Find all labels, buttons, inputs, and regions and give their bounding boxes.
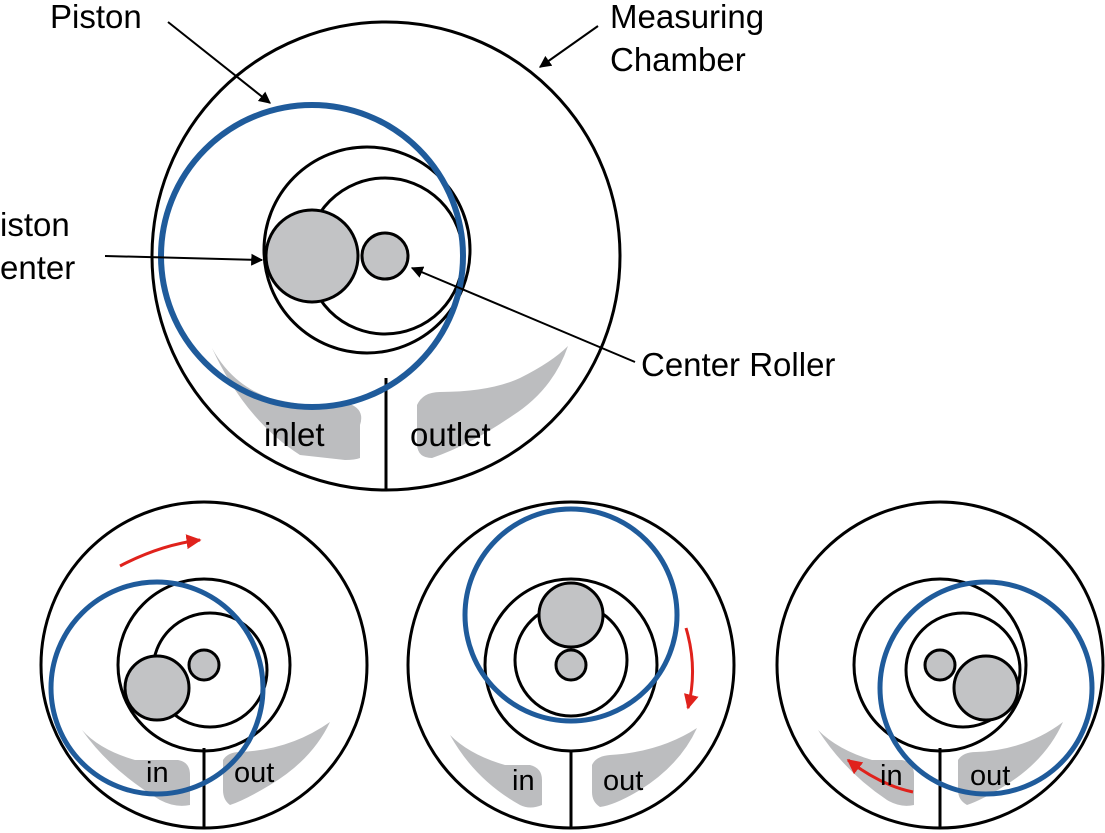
measuring-chamber-label-1: Measuring	[610, 0, 764, 35]
panel-2-motion-arrow	[683, 627, 699, 710]
panel-1-motion-arrow	[119, 534, 202, 568]
center-roller-leader	[410, 266, 636, 363]
piston-center-label-2: enter	[0, 249, 75, 286]
panel-3-hub-outer	[852, 577, 1028, 753]
outlet-port	[417, 346, 568, 458]
panel-2-in-label: in	[512, 765, 535, 797]
piston-hub-outer	[262, 145, 472, 355]
panel-2-piston-center	[537, 581, 605, 649]
panel-1-outlet-port	[223, 722, 330, 805]
panel-3-piston-ring	[877, 579, 1095, 797]
panel-1-piston-ring	[48, 579, 266, 797]
panel-3-center-roller	[923, 648, 957, 682]
piston-center-label-1: iston	[0, 206, 70, 243]
inlet-label: inlet	[264, 416, 325, 453]
panel-1: in out	[39, 500, 369, 830]
panel-3-piston-center	[952, 654, 1020, 722]
outlet-label: outlet	[410, 416, 491, 453]
measuring-chamber-leader	[539, 25, 599, 68]
panel-3: in out	[775, 500, 1105, 830]
panel-3-hub-inner	[904, 611, 1022, 729]
panel-2-hub-outer	[483, 577, 659, 753]
center-roller	[360, 231, 410, 281]
piston-center-leader	[104, 253, 264, 266]
panel-2-out-label: out	[603, 765, 643, 797]
piston-center	[264, 208, 360, 304]
measuring-chamber-label-2: Chamber	[610, 41, 746, 78]
piston-label: Piston	[50, 0, 142, 35]
piston-ring	[158, 102, 466, 410]
panel-1-piston-center	[123, 654, 191, 722]
panel-1-out-label: out	[234, 757, 274, 789]
center-roller-label: Center Roller	[641, 346, 835, 383]
panel-2-outlet-port	[592, 728, 697, 807]
panel-3-motion-arrow	[846, 758, 914, 794]
panel-3-in-label: in	[880, 760, 903, 792]
panel-2-inlet-port	[450, 735, 542, 808]
panel-1-inlet-port	[82, 730, 190, 806]
piston-leader	[167, 21, 271, 104]
panel-1-center-roller	[187, 648, 221, 682]
panel-1-hub-outer	[116, 577, 292, 753]
panel-2-piston-ring	[462, 506, 680, 724]
panel-2: in out	[406, 500, 736, 830]
main-meter: inlet outlet	[150, 20, 622, 492]
panel-2-center-roller	[554, 648, 588, 682]
callouts: Piston Measuring Chamber iston enter Cen…	[0, 0, 835, 383]
panel-3-out-label: out	[970, 760, 1010, 792]
panel-3-inlet-port	[818, 730, 914, 806]
panel-1-in-label: in	[146, 757, 169, 789]
panel-3-outlet-port	[958, 722, 1063, 805]
